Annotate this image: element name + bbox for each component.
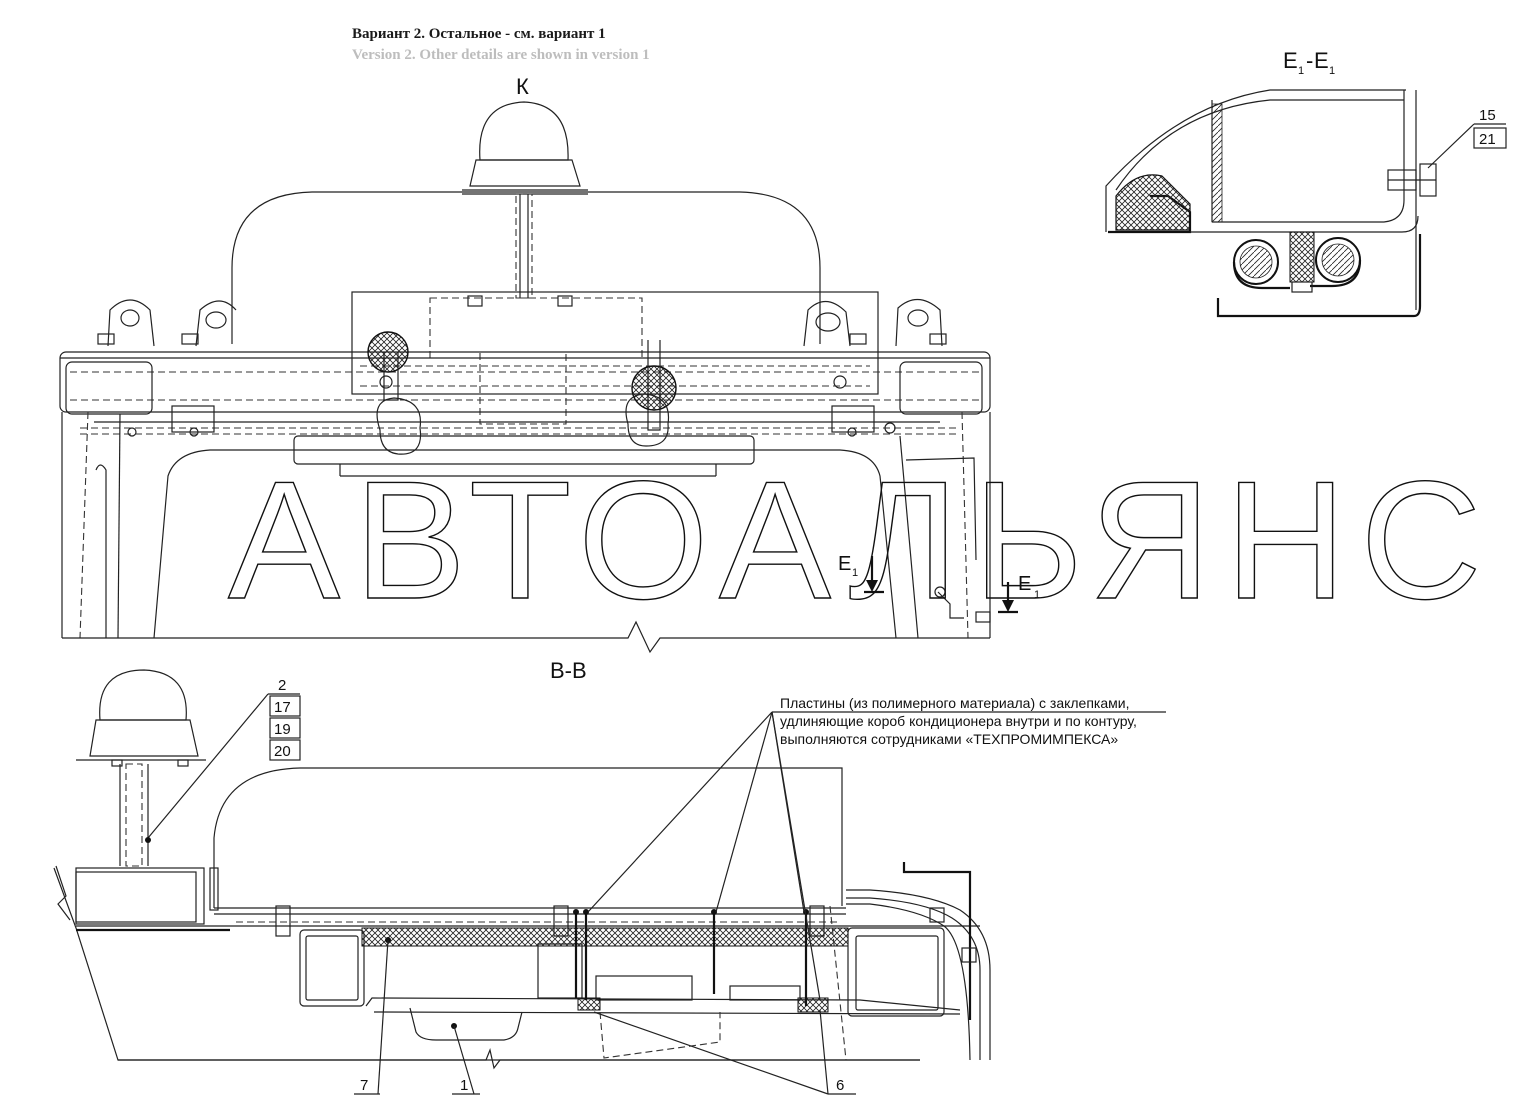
bb-beacon-lamp	[76, 669, 206, 867]
lifting-eye-center-right	[803, 300, 851, 347]
bb-rivets	[275, 905, 825, 1006]
section-e1-title-right-sub: 1	[1329, 65, 1335, 77]
section-marker-e1-left: Е 1	[838, 553, 884, 594]
bb-plates-note-line2: удлиняющие короб кондиционера внутри и п…	[780, 713, 1137, 729]
callout-20: 20	[274, 743, 291, 760]
callout-2-17-19-20: 2 17 19 20	[145, 677, 301, 843]
section-e1-title-left-sub: 1	[1298, 65, 1304, 77]
section-bb-label: В-В	[550, 658, 587, 683]
callout-17: 17	[274, 699, 291, 716]
beacon-lamp	[462, 101, 588, 299]
variant-note-en: Version 2. Other details are shown in ve…	[352, 47, 650, 63]
windshield-opening	[153, 449, 897, 639]
mounting-plate	[351, 291, 879, 395]
callout-1: 1	[451, 1023, 480, 1095]
bb-plates-note-line1: Пластины (из полимерного материала) с за…	[780, 695, 1130, 711]
note-leaders	[587, 711, 1166, 1001]
bb-ac-housing	[213, 767, 843, 908]
callout-7-number: 7	[360, 1077, 368, 1094]
callout-15-21: 15 21	[1427, 107, 1507, 169]
bb-plates-note: Пластины (из полимерного материала) с за…	[780, 694, 1137, 748]
callout-15: 15	[1479, 107, 1496, 124]
screws	[127, 375, 896, 437]
view-k-label: К	[516, 74, 529, 99]
section-e1-title-dash: -	[1306, 48, 1313, 73]
callout-6: 6	[593, 1009, 856, 1095]
cable-clamp-left	[1232, 239, 1290, 290]
section-marker-e1-right: Е 1	[998, 573, 1040, 614]
lifting-eye-center-left	[195, 300, 237, 347]
section-e1-e1-title: Е 1 - Е 1	[1283, 48, 1335, 77]
section-marker-e1-right-sub: 1	[1034, 589, 1040, 601]
ac-cover-outline	[231, 191, 821, 344]
section-marker-e1-right-letter: Е	[1018, 573, 1031, 595]
section-marker-e1-left-sub: 1	[852, 567, 858, 579]
section-e1-e1: Е 1 - Е 1	[1105, 48, 1507, 318]
cable-clamp-right	[1310, 237, 1362, 288]
callout-21: 21	[1479, 131, 1496, 148]
section-e1-title-right: Е	[1314, 48, 1329, 73]
section-marker-e1-left-letter: Е	[838, 553, 851, 575]
callout-7: 7	[354, 937, 391, 1095]
break-line-top-view	[62, 620, 990, 654]
section-b-b: В-В	[53, 658, 1166, 1095]
callout-19: 19	[274, 721, 291, 738]
callout-2: 2	[278, 677, 286, 694]
view-k: К	[59, 74, 1040, 654]
bb-frame-profile-right	[847, 927, 945, 1017]
lifting-eye-right	[895, 298, 943, 347]
bb-plates-note-line3: выполняются сотрудниками «ТЕХПРОМИМПЕКСА…	[780, 731, 1119, 747]
cab-roof-frame	[59, 351, 991, 413]
lifting-eye-left	[107, 299, 155, 347]
top-bolts	[97, 295, 947, 345]
hatched-seal-right	[631, 340, 677, 431]
callout-1-number: 1	[460, 1077, 468, 1094]
hatched-seal-left	[367, 331, 409, 401]
section-e1-title-left: Е	[1283, 48, 1298, 73]
bb-seal-strip	[361, 927, 849, 947]
bb-frame-profile-left	[299, 929, 365, 1007]
watermark-text: АВТОАЛЬЯНС	[228, 446, 1496, 634]
variant-note-ru: Вариант 2. Остальное - см. вариант 1	[352, 26, 606, 42]
callout-6-number: 6	[836, 1077, 844, 1094]
